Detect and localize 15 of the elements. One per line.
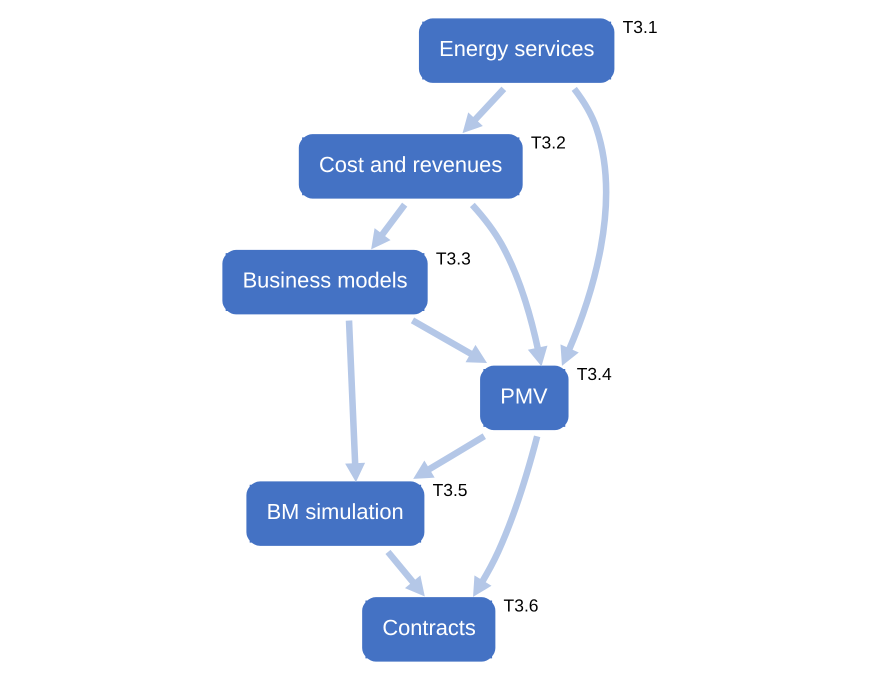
arrow: [472, 436, 540, 597]
arrow: [384, 550, 424, 596]
arrow: [469, 202, 547, 366]
node-label: T3.6: [503, 596, 538, 616]
arrow: [410, 318, 487, 363]
arrow: [462, 86, 506, 134]
arrow: [370, 202, 407, 250]
node-label: T3.1: [622, 16, 658, 37]
node-label: T3.2: [530, 132, 566, 153]
arrow: [412, 433, 486, 479]
node-label: T3.3: [435, 248, 470, 268]
node-label: T3.4: [576, 364, 612, 384]
arrow: [560, 86, 609, 366]
arrow: [344, 320, 365, 482]
node-label: T3.5: [432, 480, 468, 500]
